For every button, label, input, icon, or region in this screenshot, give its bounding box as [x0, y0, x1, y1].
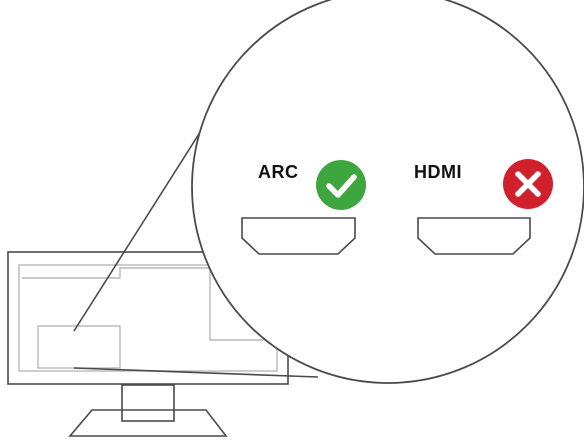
zoom-line-bottom	[73, 367, 319, 378]
hdmi-port-outline	[417, 217, 531, 255]
tv-back-panel	[22, 267, 276, 341]
arc-port-label: ARC	[258, 162, 299, 182]
check-icon	[316, 160, 366, 210]
tv-stand-neck	[121, 384, 175, 422]
tv-port-area	[37, 325, 121, 369]
arc-port-outline	[241, 217, 356, 255]
hdmi-port-label: HDMI	[414, 162, 462, 182]
tv-stand-base	[68, 409, 228, 437]
cross-icon	[503, 159, 553, 209]
zoom-line-top	[73, 114, 212, 332]
zoom-circle	[191, 0, 584, 384]
